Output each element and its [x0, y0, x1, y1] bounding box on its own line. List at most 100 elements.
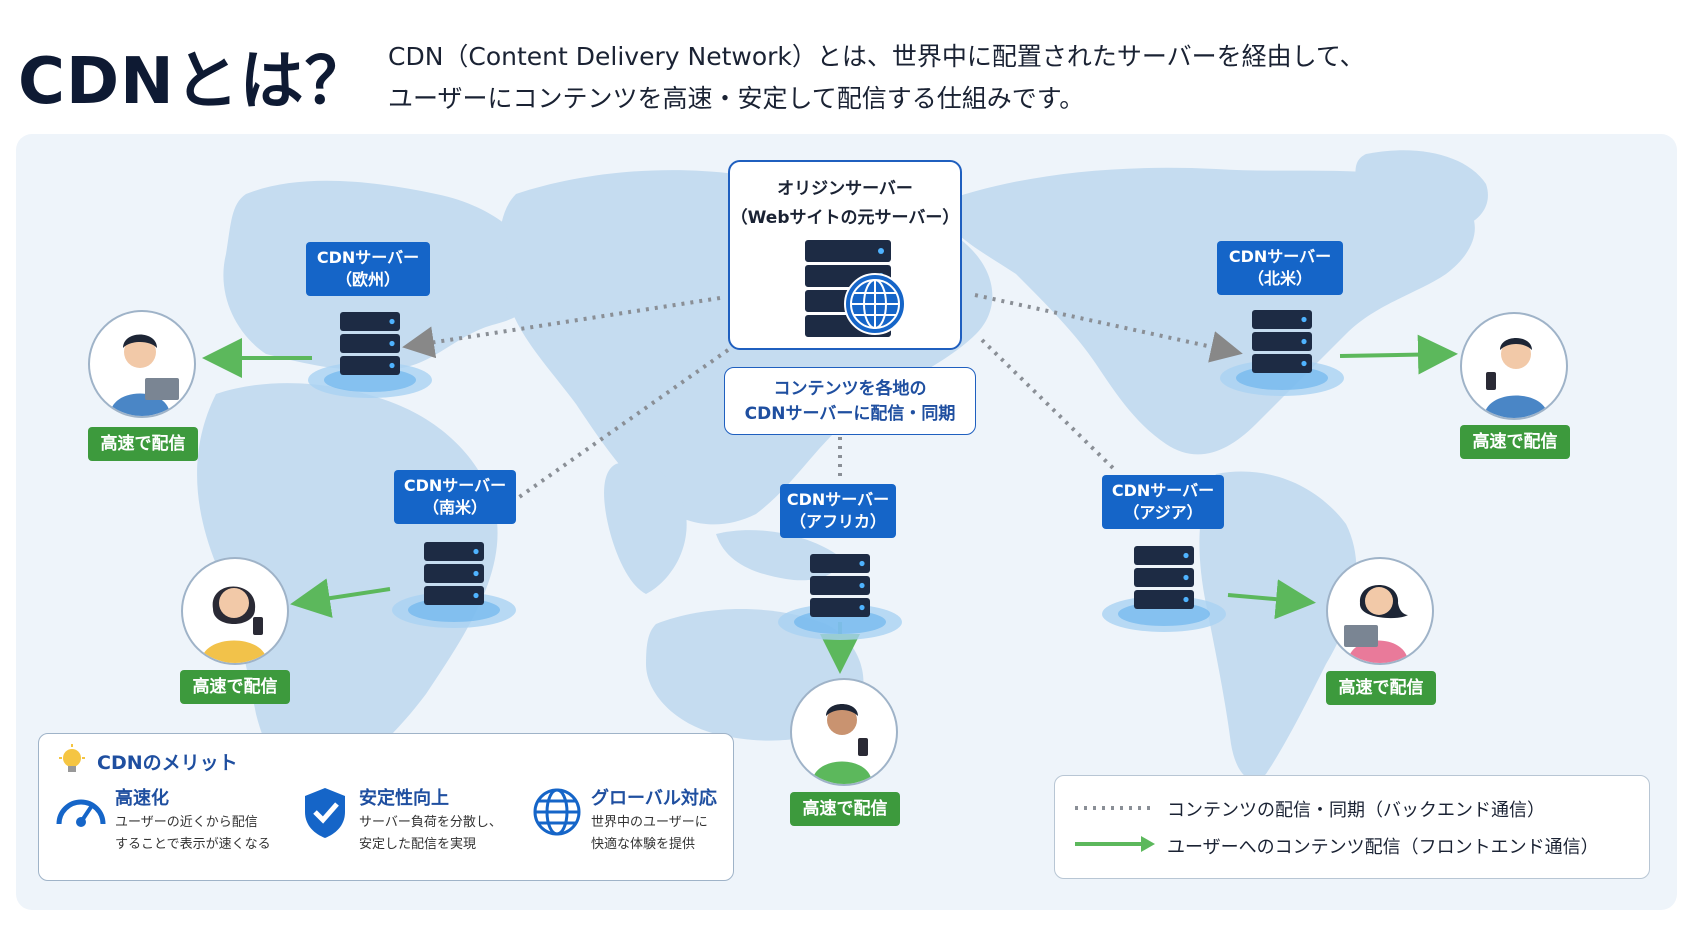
server-unit — [1252, 310, 1312, 329]
cdn-server-icon-europe — [308, 312, 432, 398]
merit-speed-desc: ユーザーの近くから配信 することで表示が速くなる — [115, 812, 271, 856]
merit-stability-title: 安定性向上 — [359, 788, 449, 809]
cdn-label-north-america-title: CDNサーバー — [1228, 247, 1332, 266]
cdn-label-europe-region: （欧州） — [335, 270, 400, 289]
user-laptop-icon — [1344, 585, 1408, 663]
badge-asia: 高速で配信 — [1326, 671, 1436, 705]
badge-south-america: 高速で配信 — [180, 670, 290, 704]
cdn-label-africa-region: （アフリカ） — [789, 512, 886, 531]
merit-global-title: グローバル対応 — [591, 788, 717, 809]
server-unit — [424, 564, 484, 583]
server-unit — [810, 598, 870, 617]
server-led — [1183, 596, 1189, 603]
cdn-label-europe: CDNサーバー （欧州） — [306, 242, 430, 296]
server-led — [389, 362, 395, 369]
server-led — [859, 604, 865, 611]
user-laptop-icon — [110, 334, 179, 416]
description-line-1: CDN（Content Delivery Network）とは、世界中に配置され… — [388, 42, 1365, 71]
merits-title: CDNのメリット — [97, 752, 238, 774]
legend-frontend-label: ユーザーへのコンテンツ配信（フロントエンド通信） — [1167, 837, 1599, 858]
server-unit — [1134, 568, 1194, 587]
cdn-label-asia-title: CDNサーバー — [1111, 481, 1215, 500]
legend-box: コンテンツの配信・同期（バックエンド通信） ユーザーへのコンテンツ配信（フロント… — [1054, 775, 1650, 879]
cdn-server-icon-south-america — [392, 542, 516, 628]
cdn-label-africa-title: CDNサーバー — [786, 490, 890, 509]
lightbulb-icon — [59, 744, 85, 772]
user-avatar-south-america — [181, 557, 289, 665]
server-led — [1301, 338, 1307, 345]
cdn-label-asia-region: （アジア） — [1123, 503, 1203, 522]
legend-backend-label: コンテンツの配信・同期（バックエンド通信） — [1167, 800, 1545, 821]
page-description: CDN（Content Delivery Network）とは、世界中に配置され… — [388, 36, 1365, 120]
server-unit — [1252, 354, 1312, 373]
server-led — [859, 560, 865, 567]
merit-speed-desc-1: ユーザーの近くから配信 — [115, 815, 258, 830]
merit-stability: 安定性向上 サーバー負荷を分散し、 安定した配信を実現 — [297, 784, 502, 852]
landmass-south-america — [1199, 471, 1357, 780]
server-led — [1183, 552, 1189, 559]
merit-global: グローバル対応 世界中のユーザーに 快適な体験を提供 — [529, 784, 717, 852]
description-line-2: ユーザーにコンテンツを高速・安定して配信する仕組みです。 — [388, 84, 1085, 113]
cdn-server-icon-asia — [1102, 546, 1226, 632]
server-led — [473, 548, 479, 555]
merits-box: CDNのメリット 高速化 ユーザーの近くから配信 することで表示が速くなる 安定… — [38, 733, 734, 881]
landmass-greenland — [1355, 150, 1488, 234]
server-unit — [810, 576, 870, 595]
origin-server-icon — [805, 240, 906, 337]
merit-stability-desc-2: 安定した配信を実現 — [359, 837, 477, 852]
user-avatar-europe — [88, 310, 196, 418]
origin-server-box: オリジンサーバー （Webサイトの元サーバー） — [728, 160, 962, 350]
server-unit — [340, 334, 400, 353]
cdn-label-south-america-title: CDNサーバー — [403, 476, 507, 495]
user-phone-icon — [1484, 338, 1548, 418]
origin-subtitle: （Webサイトの元サーバー） — [730, 208, 960, 228]
merit-global-desc-2: 快適な体験を提供 — [591, 837, 696, 852]
server-unit — [340, 312, 400, 331]
server-unit — [424, 586, 484, 605]
server-led — [1301, 316, 1307, 323]
server-led — [389, 340, 395, 347]
server-unit — [810, 554, 870, 573]
cdn-label-africa: CDNサーバー （アフリカ） — [780, 484, 896, 538]
landmass-sea-islands — [716, 530, 838, 581]
cdn-server-icon-africa — [778, 554, 902, 640]
shield-check-icon — [305, 788, 345, 838]
user-phone-icon — [201, 586, 267, 663]
user-avatar-north-america — [1460, 312, 1568, 420]
sync-description-box: コンテンツを各地の CDNサーバーに配信・同期 — [724, 367, 976, 435]
cdn-label-north-america-region: （北米） — [1247, 269, 1312, 288]
merit-speed-desc-2: することで表示が速くなる — [115, 837, 271, 852]
server-led — [1183, 574, 1189, 581]
badge-africa: 高速で配信 — [790, 792, 900, 826]
server-unit — [340, 356, 400, 375]
server-unit — [1134, 546, 1194, 565]
cdn-label-europe-title: CDNサーバー — [316, 248, 420, 267]
server-unit — [1252, 332, 1312, 351]
origin-title: オリジンサーバー — [777, 179, 913, 199]
server-unit — [424, 542, 484, 561]
merit-speed: 高速化 ユーザーの近くから配信 することで表示が速くなる — [53, 784, 271, 852]
merit-stability-desc-1: サーバー負荷を分散し、 — [359, 815, 502, 830]
speedometer-icon — [56, 799, 106, 827]
cdn-server-icon-north-america — [1220, 310, 1344, 396]
badge-europe: 高速で配信 — [88, 427, 198, 461]
legend-symbols — [1075, 806, 1155, 852]
cdn-label-north-america: CDNサーバー （北米） — [1217, 241, 1343, 295]
server-unit — [1134, 590, 1194, 609]
cdn-label-asia: CDNサーバー （アジア） — [1102, 475, 1224, 529]
user-avatar-africa — [790, 678, 898, 786]
user-avatar-asia — [1326, 557, 1434, 665]
sync-line-2: CDNサーバーに配信・同期 — [744, 404, 956, 424]
cdn-label-south-america-region: （南米） — [422, 498, 487, 517]
merit-stability-desc: サーバー負荷を分散し、 安定した配信を実現 — [359, 812, 502, 856]
cdn-label-south-america: CDNサーバー （南米） — [394, 470, 516, 524]
server-led — [859, 582, 865, 589]
server-led — [473, 570, 479, 577]
server-led — [1301, 360, 1307, 367]
merit-global-desc: 世界中のユーザーに 快適な体験を提供 — [591, 812, 708, 856]
sync-line-1: コンテンツを各地の — [773, 379, 927, 399]
globe-icon — [533, 788, 581, 836]
server-led — [389, 318, 395, 325]
user-phone-icon — [812, 704, 872, 784]
merit-global-desc-1: 世界中のユーザーに — [591, 815, 708, 830]
